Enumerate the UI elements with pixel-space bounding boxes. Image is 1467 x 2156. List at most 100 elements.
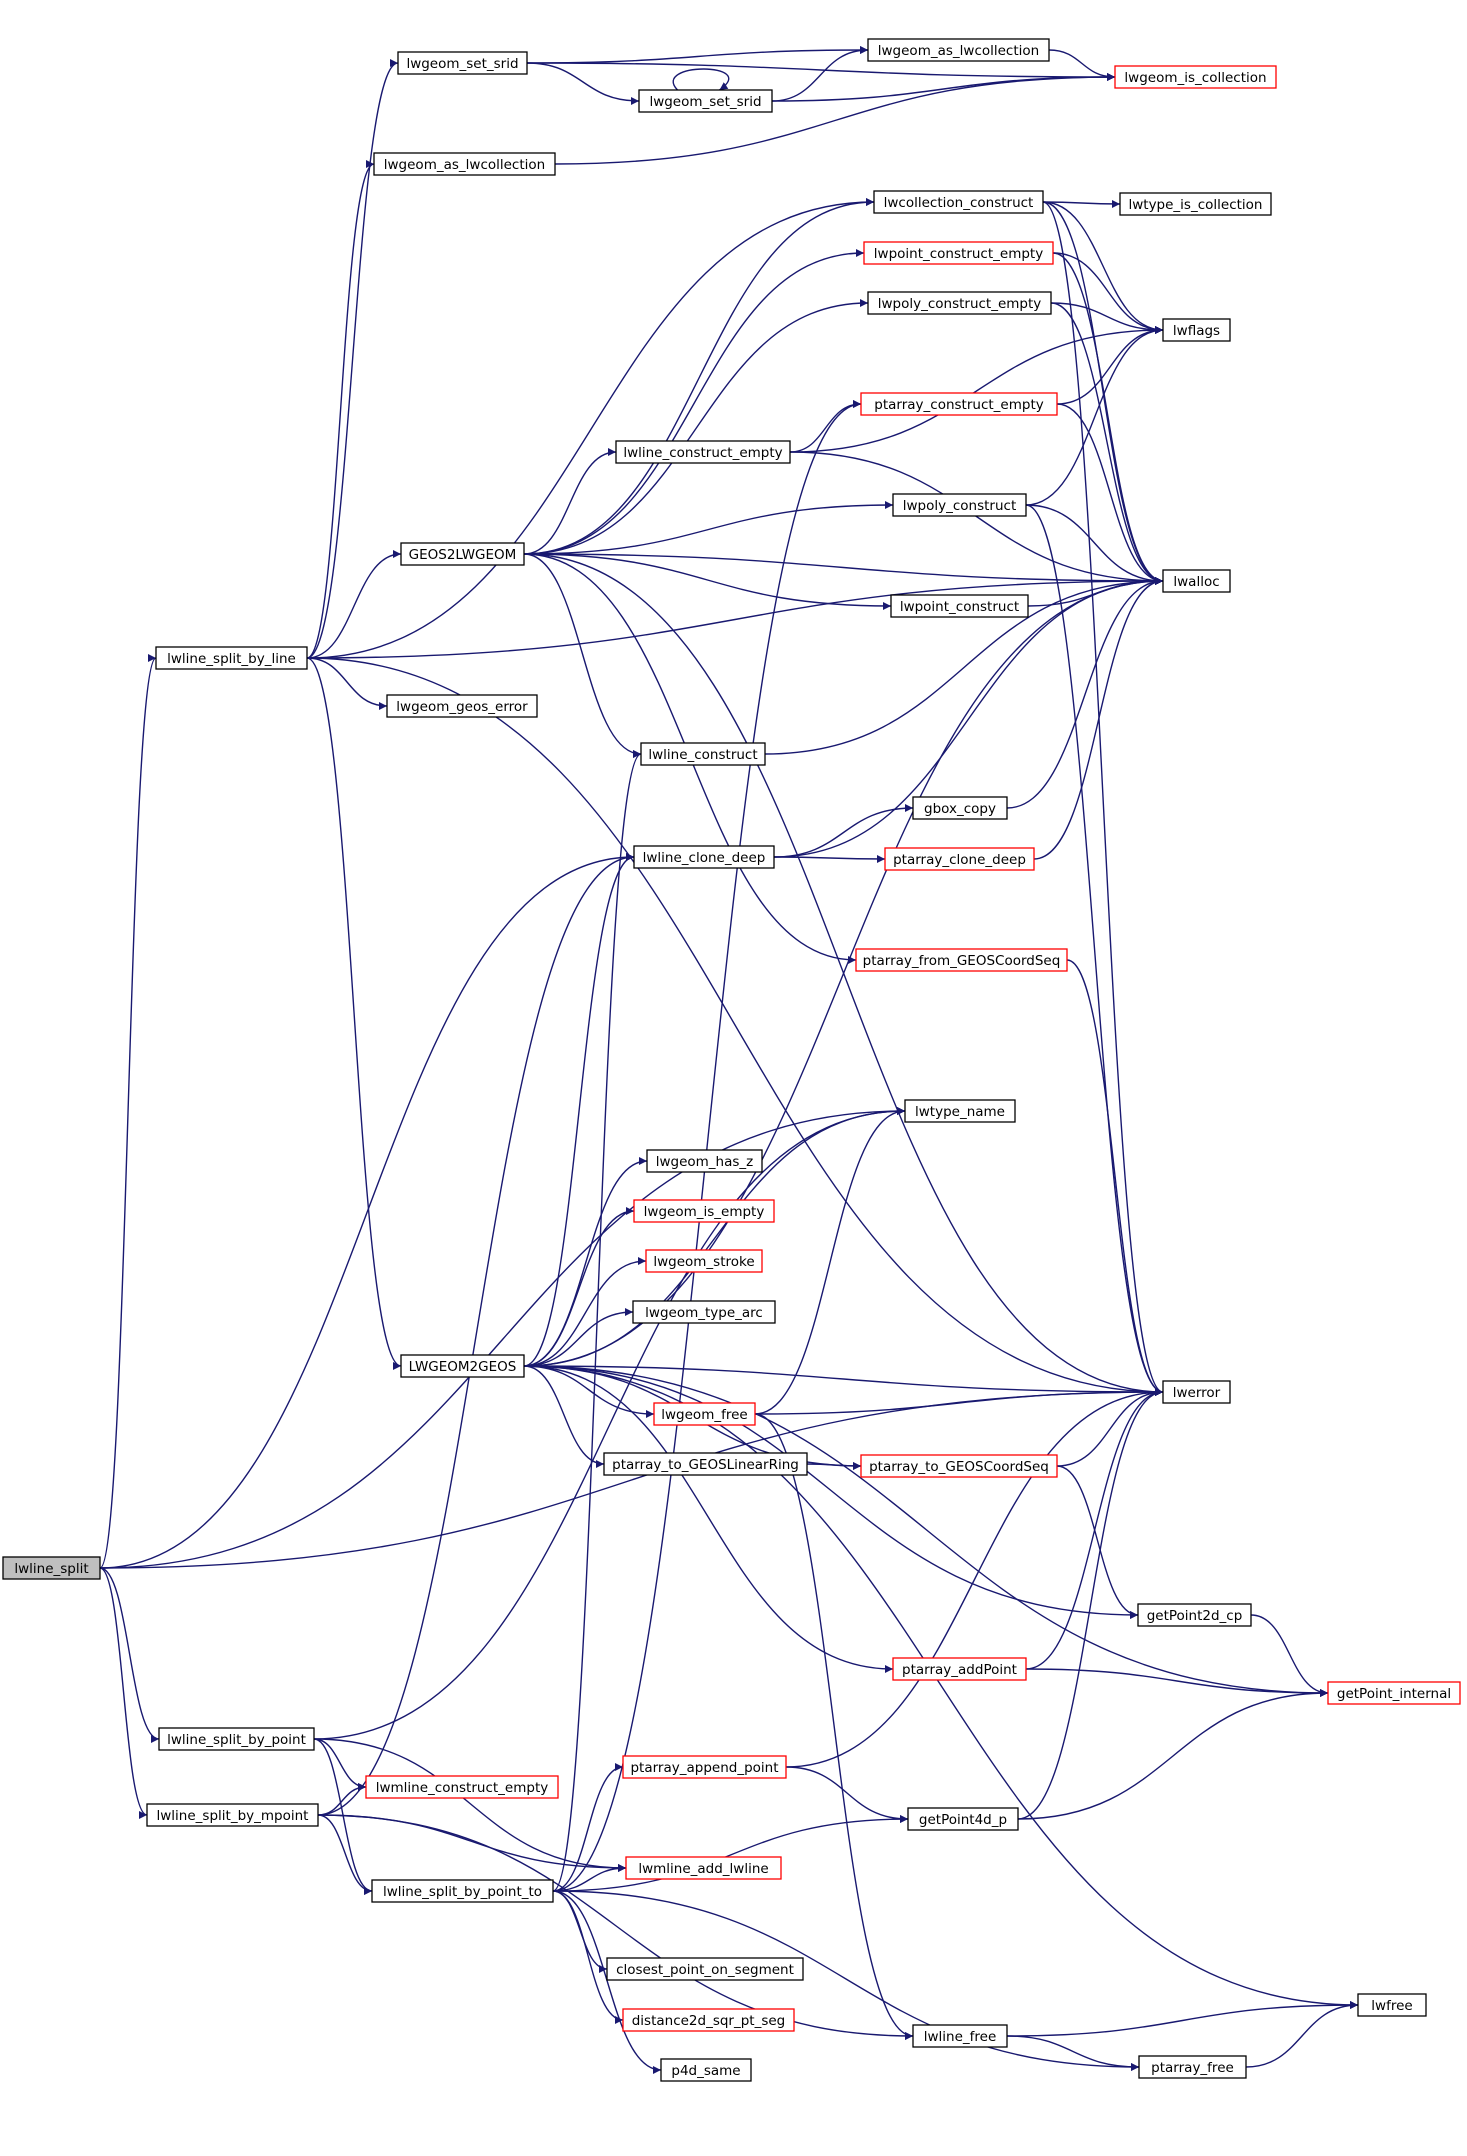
node-label-ptarray_addPoint: ptarray_addPoint bbox=[902, 1662, 1017, 1678]
node-lwgeom_type_arc[interactable]: lwgeom_type_arc bbox=[632, 1300, 776, 1324]
node-lwline_split_by_point_to[interactable]: lwline_split_by_point_to bbox=[371, 1879, 554, 1903]
node-lwalloc[interactable]: lwalloc bbox=[1162, 569, 1231, 593]
node-box-lwmline_add_lwline bbox=[625, 1856, 782, 1880]
edge-lwline_construct_empty-to-lwflags bbox=[789, 326, 1164, 453]
node-lwpoly_construct[interactable]: lwpoly_construct bbox=[892, 493, 1027, 517]
node-label-lwline_construct: lwline_construct bbox=[648, 747, 757, 763]
node-lwline_construct[interactable]: lwline_construct bbox=[640, 742, 766, 766]
edge-lwline_split_by_point_to-to-lwline_construct bbox=[552, 750, 642, 1892]
node-lwline_split_by_mpoint[interactable]: lwline_split_by_mpoint bbox=[146, 1803, 319, 1827]
node-lwline_split_by_line[interactable]: lwline_split_by_line bbox=[155, 646, 308, 670]
node-box-lwline_construct bbox=[640, 742, 766, 766]
node-label-ptarray_to_GEOSLinearRing: ptarray_to_GEOSLinearRing bbox=[612, 1457, 799, 1473]
node-label-lwpoint_construct_empty: lwpoint_construct_empty bbox=[874, 246, 1043, 262]
node-lwline_construct_empty[interactable]: lwline_construct_empty bbox=[615, 440, 791, 464]
node-box-getPoint4d_p bbox=[907, 1807, 1019, 1831]
edge-getPoint4d_p-to-getPoint_internal bbox=[1017, 1689, 1329, 1820]
edge-lwline_split_by_point_to-to-getPoint4d_p bbox=[552, 1815, 909, 1892]
node-box-ptarray_free bbox=[1138, 2055, 1247, 2079]
node-lwflags[interactable]: lwflags bbox=[1162, 318, 1231, 342]
node-ptarray_construct_empty[interactable]: ptarray_construct_empty bbox=[860, 392, 1058, 416]
node-label-lwline_split_by_point: lwline_split_by_point bbox=[167, 1732, 306, 1748]
node-lwtype_name[interactable]: lwtype_name bbox=[904, 1099, 1016, 1123]
node-box-lwline_clone_deep bbox=[633, 845, 775, 869]
node-box-lwgeom_geos_error bbox=[386, 694, 538, 718]
node-box-lwfree bbox=[1357, 1993, 1427, 2017]
node-lwpoly_construct_empty[interactable]: lwpoly_construct_empty bbox=[867, 291, 1052, 315]
node-lwline_split[interactable]: lwline_split bbox=[2, 1556, 101, 1580]
edge-LWGEOM2GEOS-to-lwalloc bbox=[523, 577, 1164, 1367]
node-box-lwgeom_set_srid_a bbox=[397, 51, 528, 75]
node-lwgeom_set_srid_b[interactable]: lwgeom_set_srid bbox=[638, 89, 773, 113]
edge-LWGEOM2GEOS-to-lwtype_name bbox=[523, 1107, 906, 1367]
node-box-lwgeom_type_arc bbox=[632, 1300, 776, 1324]
node-lwfree[interactable]: lwfree bbox=[1357, 1993, 1427, 2017]
node-lwgeom_is_collection[interactable]: lwgeom_is_collection bbox=[1114, 65, 1277, 89]
node-label-GEOS2LWGEOM: GEOS2LWGEOM bbox=[409, 547, 517, 563]
node-label-distance2d_sqr_pt_seg: distance2d_sqr_pt_seg bbox=[632, 2013, 786, 2029]
node-GEOS2LWGEOM[interactable]: GEOS2LWGEOM bbox=[400, 542, 525, 566]
node-lwgeom_free[interactable]: lwgeom_free bbox=[653, 1402, 756, 1426]
node-lwgeom_geos_error[interactable]: lwgeom_geos_error bbox=[386, 694, 538, 718]
node-lwgeom_as_lwcollection_a[interactable]: lwgeom_as_lwcollection bbox=[373, 152, 556, 176]
edge-ptarray_to_GEOSCoordSeq-to-getPoint2d_cp bbox=[1056, 1465, 1139, 1619]
edge-gbox_copy-to-lwalloc bbox=[1006, 577, 1164, 809]
node-label-lwmline_construct_empty: lwmline_construct_empty bbox=[376, 1780, 549, 1796]
edge-GEOS2LWGEOM-to-lwpoly_construct bbox=[523, 501, 894, 555]
node-box-lwpoint_construct_empty bbox=[863, 241, 1054, 265]
node-lwmline_add_lwline[interactable]: lwmline_add_lwline bbox=[625, 1856, 782, 1880]
node-label-lwgeom_stroke: lwgeom_stroke bbox=[653, 1254, 754, 1270]
node-getPoint4d_p[interactable]: getPoint4d_p bbox=[907, 1807, 1019, 1831]
node-label-lwline_split_by_mpoint: lwline_split_by_mpoint bbox=[157, 1808, 309, 1824]
node-lwgeom_stroke[interactable]: lwgeom_stroke bbox=[645, 1249, 763, 1273]
node-getPoint_internal[interactable]: getPoint_internal bbox=[1327, 1681, 1461, 1705]
edge-lwline_split_by_mpoint-to-lwline_clone_deep bbox=[317, 853, 635, 1816]
edge-lwpoly_construct_empty-to-lwalloc bbox=[1050, 302, 1164, 585]
edge-ptarray_construct_empty-to-lwalloc bbox=[1056, 403, 1164, 585]
node-lwpoint_construct[interactable]: lwpoint_construct bbox=[890, 594, 1029, 618]
edge-LWGEOM2GEOS-to-lwgeom_stroke bbox=[523, 1257, 647, 1367]
edge-lwgeom_set_srid_b-to-lwgeom_is_collection bbox=[771, 73, 1116, 102]
edge-lwgeom_free-to-lwerror bbox=[754, 1388, 1164, 1415]
node-box-GEOS2LWGEOM bbox=[400, 542, 525, 566]
edge-ptarray_addPoint-to-getPoint_internal bbox=[1025, 1668, 1329, 1697]
node-lwerror[interactable]: lwerror bbox=[1162, 1380, 1231, 1404]
node-box-lwgeom_as_lwcollection_a bbox=[373, 152, 556, 176]
node-ptarray_free[interactable]: ptarray_free bbox=[1138, 2055, 1247, 2079]
node-lwgeom_has_z[interactable]: lwgeom_has_z bbox=[646, 1149, 763, 1173]
node-lwgeom_set_srid_a[interactable]: lwgeom_set_srid bbox=[397, 51, 528, 75]
node-ptarray_to_GEOSLinearRing[interactable]: ptarray_to_GEOSLinearRing bbox=[603, 1452, 808, 1476]
node-lwline_free[interactable]: lwline_free bbox=[912, 2024, 1008, 2048]
edge-lwline_split_by_point_to-to-distance2d_sqr_pt_seg bbox=[552, 1890, 624, 2024]
node-lwtype_is_collection[interactable]: lwtype_is_collection bbox=[1119, 192, 1272, 216]
node-box-ptarray_append_point bbox=[622, 1755, 787, 1779]
node-LWGEOM2GEOS[interactable]: LWGEOM2GEOS bbox=[400, 1354, 525, 1378]
node-lwgeom_is_empty[interactable]: lwgeom_is_empty bbox=[633, 1199, 775, 1223]
node-box-p4d_same bbox=[660, 2058, 752, 2082]
node-lwcollection_construct[interactable]: lwcollection_construct bbox=[873, 190, 1044, 214]
node-lwpoint_construct_empty[interactable]: lwpoint_construct_empty bbox=[863, 241, 1054, 265]
edge-ptarray_append_point-to-getPoint4d_p bbox=[785, 1766, 909, 1823]
node-box-lwgeom_is_collection bbox=[1114, 65, 1277, 89]
node-getPoint2d_cp[interactable]: getPoint2d_cp bbox=[1137, 1603, 1252, 1627]
node-ptarray_addPoint[interactable]: ptarray_addPoint bbox=[892, 1657, 1027, 1681]
node-ptarray_from_GEOSCoordSeq[interactable]: ptarray_from_GEOSCoordSeq bbox=[855, 948, 1068, 972]
node-closest_point_on_segment[interactable]: closest_point_on_segment bbox=[606, 1957, 804, 1981]
node-ptarray_to_GEOSCoordSeq[interactable]: ptarray_to_GEOSCoordSeq bbox=[860, 1454, 1058, 1478]
node-p4d_same[interactable]: p4d_same bbox=[660, 2058, 752, 2082]
node-label-lwflags: lwflags bbox=[1173, 323, 1220, 339]
node-gbox_copy[interactable]: gbox_copy bbox=[912, 796, 1008, 820]
edge-lwgeom_as_lwcollection_b-to-lwgeom_is_collection bbox=[1048, 49, 1116, 81]
node-lwline_clone_deep[interactable]: lwline_clone_deep bbox=[633, 845, 775, 869]
node-box-lwtype_is_collection bbox=[1119, 192, 1272, 216]
node-lwgeom_as_lwcollection_b[interactable]: lwgeom_as_lwcollection bbox=[867, 38, 1050, 62]
edge-lwline_clone_deep-to-ptarray_clone_deep bbox=[773, 854, 886, 863]
edge-ptarray_to_GEOSLinearRing-to-ptarray_to_GEOSCoordSeq bbox=[806, 1461, 862, 1470]
node-ptarray_append_point[interactable]: ptarray_append_point bbox=[622, 1755, 787, 1779]
edge-lwline_split-to-lwline_split_by_line bbox=[99, 654, 157, 1569]
node-distance2d_sqr_pt_seg[interactable]: distance2d_sqr_pt_seg bbox=[622, 2008, 795, 2032]
node-label-LWGEOM2GEOS: LWGEOM2GEOS bbox=[409, 1359, 517, 1375]
node-lwmline_construct_empty[interactable]: lwmline_construct_empty bbox=[365, 1775, 559, 1799]
node-ptarray_clone_deep[interactable]: ptarray_clone_deep bbox=[884, 847, 1035, 871]
node-lwline_split_by_point[interactable]: lwline_split_by_point bbox=[158, 1727, 315, 1751]
